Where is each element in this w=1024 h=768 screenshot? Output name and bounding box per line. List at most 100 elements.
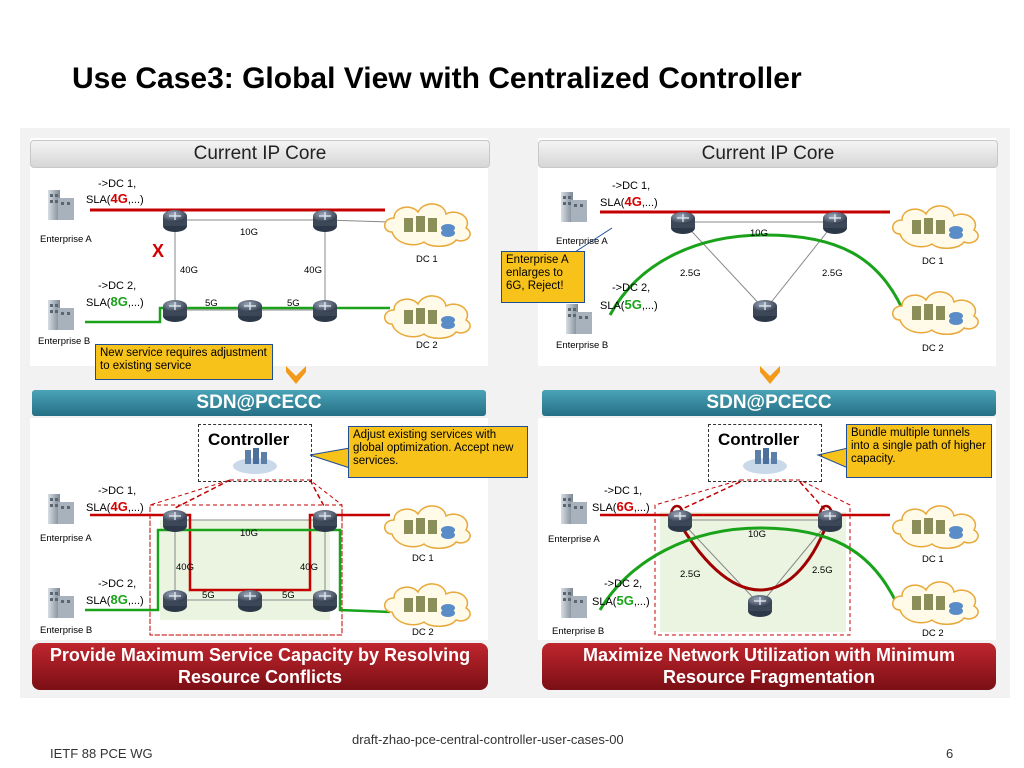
- right-top-callout: Enterprise A enlarges to 6G, Reject!: [501, 251, 585, 303]
- sla-prefix: SLA(: [86, 194, 111, 206]
- left-bottom-link-5g-left: 5G: [202, 590, 215, 601]
- sla-value: 4G: [110, 499, 128, 514]
- right-top-dc2-label: DC 2: [922, 343, 944, 354]
- sla-suffix: ,...): [127, 595, 144, 607]
- left-banner-line1: Provide Maximum Service Capacity by Reso…: [49, 645, 471, 665]
- left-top-link-5g-right: 5G: [287, 298, 300, 309]
- left-bottom-dc1-sla: SLA(4G,...): [86, 500, 144, 515]
- sla-suffix: ,...): [641, 197, 658, 209]
- sla-value: 6G: [616, 499, 634, 514]
- left-bottom-enterprise-b-label: Enterprise B: [40, 625, 93, 636]
- right-bottom-dc2-label: DC 2: [922, 628, 944, 639]
- right-bottom-dc1-cloud-icon: [891, 505, 979, 550]
- sla-value: 5G: [616, 593, 634, 608]
- left-bottom-dc2-route: ->DC 2,: [98, 578, 137, 590]
- sla-suffix: ,...): [641, 300, 658, 312]
- left-bottom-dc2-sla: SLA(8G,...): [86, 593, 144, 608]
- right-controller-label: Controller: [718, 430, 800, 449]
- left-top-dc1-cloud-icon: [383, 203, 471, 248]
- left-top-enterprise-a-label: Enterprise A: [40, 234, 92, 245]
- right-top-dc2-route: ->DC 2,: [612, 282, 651, 294]
- right-top-dc2-cloud-icon: [891, 291, 979, 336]
- sla-suffix: ,...): [127, 502, 144, 514]
- right-bottom-enterprise-b-label: Enterprise B: [552, 626, 605, 637]
- left-bottom-callout: Adjust existing services with global opt…: [348, 426, 528, 478]
- left-bottom-dc1-cloud-icon: [383, 505, 471, 550]
- right-bottom-dc2-cloud-icon: [891, 581, 979, 626]
- left-top-enterprise-b-label: Enterprise B: [38, 336, 91, 347]
- right-bottom-callout: Bundle multiple tunnels into a single pa…: [846, 424, 992, 478]
- right-top-dc2-sla: SLA(5G,...): [600, 298, 658, 313]
- left-bottom-enterprise-b-icon: [48, 588, 74, 618]
- right-top-dc1-sla: SLA(4G,...): [600, 195, 658, 210]
- right-banner-line1: Maximize Network Utilization with Minimu…: [582, 645, 956, 665]
- sla-prefix: SLA(: [592, 596, 617, 608]
- right-bottom-link-2-5g-right: 2.5G: [812, 565, 833, 576]
- left-top-link-40g-left: 40G: [180, 265, 198, 276]
- left-bottom-enterprise-a-icon: [48, 494, 74, 524]
- right-top-enterprise-a-label: Enterprise A: [556, 236, 608, 247]
- sla-prefix: SLA(: [600, 300, 625, 312]
- sla-value: 5G: [624, 297, 642, 312]
- left-top-links: [85, 208, 391, 324]
- right-bottom-dc1-sla: SLA(6G,...): [592, 500, 650, 515]
- sla-suffix: ,...): [633, 502, 650, 514]
- left-controller-box: [198, 424, 312, 482]
- right-summary-banner: Maximize Network Utilization with Minimu…: [542, 643, 996, 690]
- left-top-callout: New service requires adjustment to exist…: [95, 344, 273, 380]
- left-bottom-link-40g-left: 40G: [176, 562, 194, 573]
- right-top-dc1-cloud-icon: [891, 205, 979, 250]
- left-top-reject-mark: X: [152, 241, 165, 261]
- right-top-dc1-route: ->DC 1,: [612, 180, 651, 192]
- left-top-dc2-label: DC 2: [416, 340, 438, 351]
- sla-suffix: ,...): [127, 297, 144, 309]
- right-bottom-dc2-sla: SLA(5G,...): [592, 594, 650, 609]
- left-bottom-link-40g-right: 40G: [300, 562, 318, 573]
- left-top-enterprise-b-icon: [48, 300, 74, 330]
- sla-value: 8G: [110, 592, 128, 607]
- right-bottom-dc1-label: DC 1: [922, 554, 944, 565]
- left-bottom-dc1-label: DC 1: [412, 553, 434, 564]
- right-top-enterprise-a-icon: [561, 192, 587, 222]
- left-top-link-5g-left: 5G: [205, 298, 218, 309]
- footer-left: IETF 88 PCE WG: [50, 746, 153, 761]
- right-top-header: Current IP Core: [538, 140, 998, 168]
- footer-center: draft-zhao-pce-central-controller-user-c…: [352, 732, 624, 747]
- left-top-dc2-route: ->DC 2,: [98, 280, 137, 292]
- right-top-links: [600, 210, 907, 316]
- sla-prefix: SLA(: [86, 502, 111, 514]
- right-top-enterprise-b-label: Enterprise B: [556, 340, 609, 351]
- slide-title: Use Case3: Global View with Centralized …: [72, 62, 802, 95]
- right-top-dc1-label: DC 1: [922, 256, 944, 267]
- left-controller-label: Controller: [208, 430, 290, 449]
- right-bottom-enterprise-a-icon: [561, 494, 587, 524]
- page-number: 6: [946, 746, 954, 761]
- left-bottom-dc2-label: DC 2: [412, 627, 434, 638]
- right-top-enterprise-b-icon: [566, 304, 592, 334]
- left-top-link-10g: 10G: [240, 227, 258, 238]
- left-merge-arrow-icon: [286, 366, 306, 384]
- left-bottom-dc1-route: ->DC 1,: [98, 485, 137, 497]
- right-banner-line2: Resource Fragmentation: [662, 667, 876, 687]
- left-bottom-link-10g: 10G: [240, 528, 258, 539]
- left-top-link-40g-right: 40G: [304, 265, 322, 276]
- sla-value: 8G: [110, 294, 128, 309]
- sla-value: 4G: [110, 191, 128, 206]
- left-top-dc1-route: ->DC 1,: [98, 178, 137, 190]
- left-banner-line2: Resource Conflicts: [177, 667, 343, 687]
- sla-suffix: ,...): [633, 596, 650, 608]
- left-summary-banner: Provide Maximum Service Capacity by Reso…: [32, 643, 488, 690]
- right-bottom-link-10g: 10G: [748, 529, 766, 540]
- right-bottom-enterprise-b-icon: [561, 588, 587, 618]
- right-bottom-enterprise-a-label: Enterprise A: [548, 534, 600, 545]
- right-sdn-header: SDN@PCECC: [542, 390, 996, 416]
- left-top-header: Current IP Core: [30, 140, 490, 168]
- sla-prefix: SLA(: [600, 197, 625, 209]
- right-bottom-dc1-route: ->DC 1,: [604, 485, 643, 497]
- left-bottom-link-5g-right: 5G: [282, 590, 295, 601]
- left-bottom-enterprise-a-label: Enterprise A: [40, 533, 92, 544]
- sla-suffix: ,...): [127, 194, 144, 206]
- right-top-link-10g: 10G: [750, 228, 768, 239]
- sla-prefix: SLA(: [86, 595, 111, 607]
